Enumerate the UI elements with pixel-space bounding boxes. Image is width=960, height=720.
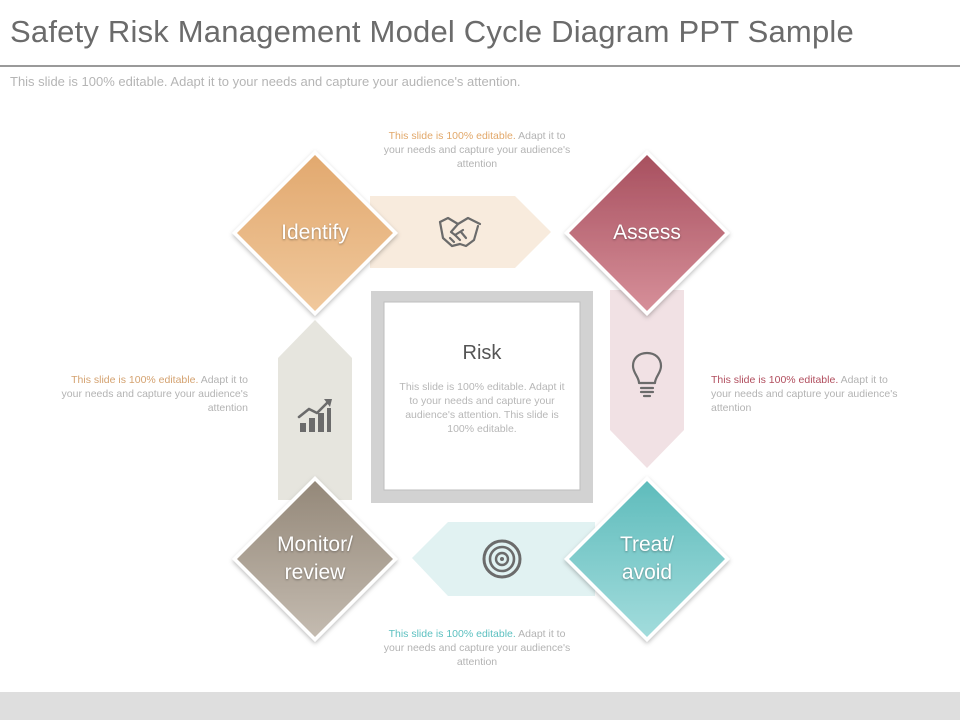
- note-top: This slide is 100% editable. Adapt it to…: [382, 129, 572, 171]
- note-bottom: This slide is 100% editable. Adapt it to…: [382, 627, 572, 669]
- step-label-assess: Assess: [613, 221, 681, 244]
- note-right: This slide is 100% editable. Adapt it to…: [711, 373, 901, 415]
- growth-chart-icon: [297, 399, 332, 432]
- step-label-monitor-line1: Monitor/: [277, 533, 353, 556]
- footer-bar: [0, 692, 960, 720]
- note-left-highlight: This slide is 100% editable.: [71, 374, 199, 386]
- center-text: This slide is 100% editable. Adapt it to…: [399, 381, 565, 435]
- slide-title: Safety Risk Management Model Cycle Diagr…: [10, 14, 854, 49]
- title-divider: [0, 65, 960, 67]
- note-right-text: Adapt it to your needs and capture your …: [711, 374, 898, 414]
- step-label-monitor-line2: review: [284, 561, 346, 584]
- target-icon: [482, 539, 522, 579]
- center-card: [383, 301, 581, 491]
- step-label-treat-line2: avoid: [621, 561, 673, 584]
- note-left-text: Adapt it to your needs and capture your …: [61, 374, 248, 414]
- connector-arrow-right: [610, 290, 684, 468]
- center-title: Risk: [462, 342, 502, 364]
- handshake-icon: [438, 216, 482, 248]
- note-right-highlight: This slide is 100% editable.: [711, 374, 839, 386]
- slide-subtitle: This slide is 100% editable. Adapt it to…: [10, 74, 521, 89]
- connector-arrow-left: [278, 320, 352, 500]
- note-left: This slide is 100% editable. Adapt it to…: [58, 373, 248, 415]
- step-label-treat-line1: Treat/: [619, 533, 675, 556]
- note-bottom-highlight: This slide is 100% editable.: [388, 628, 516, 640]
- lightbulb-icon: [631, 351, 663, 398]
- note-top-text: Adapt it to your needs and capture your …: [383, 130, 571, 170]
- step-label-treat-avoid: Treat/ avoid: [577, 531, 717, 587]
- step-label-identify: Identify: [281, 221, 349, 244]
- note-bottom-text: Adapt it to your needs and capture your …: [383, 628, 571, 668]
- note-top-highlight: This slide is 100% editable.: [388, 130, 516, 142]
- step-label-monitor-review: Monitor/ review: [245, 531, 385, 587]
